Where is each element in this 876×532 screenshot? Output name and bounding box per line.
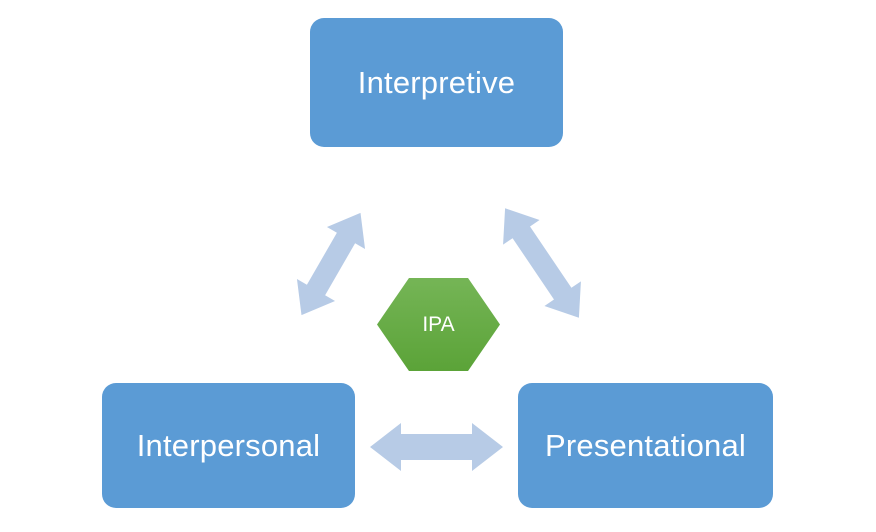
node-interpretive-label: Interpretive (357, 65, 516, 100)
node-presentational-label: Presentational (545, 428, 746, 463)
hexagon-ipa: IPA (377, 278, 500, 371)
node-presentational: Presentational (518, 383, 773, 508)
double-arrow-interpretive-interpersonal-icon (296, 212, 366, 316)
node-interpersonal-label: Interpersonal (136, 428, 321, 463)
double-arrow-interpretive-presentational-icon (503, 208, 581, 318)
double-arrow-interpersonal-presentational-icon (370, 423, 503, 471)
node-interpretive: Interpretive (310, 18, 563, 147)
hexagon-ipa-label: IPA (422, 313, 455, 336)
node-interpersonal: Interpersonal (102, 383, 355, 508)
